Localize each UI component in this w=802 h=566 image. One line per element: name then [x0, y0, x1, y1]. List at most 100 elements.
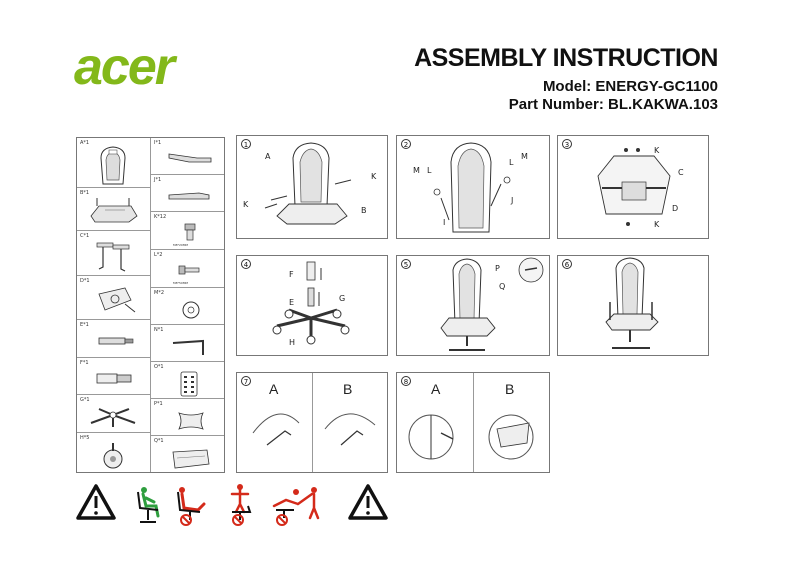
part-label: F*1 [80, 360, 89, 366]
part-label: M*2 [154, 290, 164, 296]
step-7-divider [312, 373, 313, 472]
bolt-icon [178, 265, 200, 275]
callout-l: L [427, 166, 432, 175]
acer-logo: acer [74, 38, 210, 96]
part-n: N*1 [151, 325, 224, 362]
no-standing-on-chair-icon [230, 484, 252, 526]
step-1-panel: 1 A K K B [236, 135, 388, 239]
pillow-attach-illustration [440, 257, 544, 351]
step-number: 8 [401, 376, 411, 386]
variant-a-label: A [431, 381, 441, 397]
step-8-divider [473, 373, 474, 472]
warning-icon [348, 484, 388, 520]
part-number-line: Part Number: BL.KAKWA.103 [508, 96, 718, 113]
variant-a-label: A [269, 381, 279, 397]
armrests-icon [96, 242, 130, 272]
caster-wheel-icon [103, 443, 123, 469]
step-number: 2 [401, 139, 411, 149]
callout-p: P [495, 264, 500, 273]
step-2-panel: 2 M L L M J I [396, 135, 550, 239]
callout-d: D [672, 204, 679, 213]
callout-j: J [511, 196, 514, 205]
recline-detail-illustration [408, 414, 534, 460]
callout-i: I [443, 218, 446, 227]
bracket-icon [168, 153, 212, 163]
parts-list: A*1 B*1 C*1 D*1 E*1 [76, 137, 225, 473]
head-pillow-icon [178, 412, 204, 430]
part-a: A*1 [77, 138, 150, 188]
part-label: D*1 [80, 278, 90, 284]
step-3-panel: 3 K C D K [557, 135, 709, 239]
no-pushing-icon [272, 487, 320, 526]
seat-underside-illustration [597, 148, 671, 226]
step-6-panel: 6 [557, 255, 709, 356]
step-number: 7 [241, 376, 251, 386]
part-i: I*1 [151, 138, 224, 175]
part-p: P*1 [151, 399, 224, 436]
part-l: L*2 M8*50MM [151, 250, 224, 288]
callout-k: K [654, 146, 660, 155]
callout-k: K [243, 200, 249, 209]
part-label: G*1 [80, 397, 90, 403]
remote-control-icon [180, 371, 198, 397]
seat-cushion-icon [90, 198, 138, 223]
step-number: 3 [562, 139, 572, 149]
step-7-panel: 7 A B [236, 372, 388, 473]
washer-icon [182, 301, 200, 319]
mechanism-icon [98, 287, 136, 313]
variant-b-label: B [505, 381, 515, 397]
part-label: L*2 [154, 252, 163, 258]
chair-assembly-illustration [264, 142, 352, 225]
callout-f: F [289, 270, 294, 279]
lever-detail-illustration [252, 413, 376, 446]
callout-k: K [654, 220, 660, 229]
callout-m: M [521, 152, 528, 161]
part-label: B*1 [80, 190, 90, 196]
base-assembly-illustration [272, 261, 350, 345]
callout-h: H [289, 338, 296, 347]
part-e: E*1 [77, 320, 150, 358]
cylinder-cover-icon [96, 373, 132, 384]
part-label: J*1 [154, 177, 162, 183]
step-number: 6 [562, 259, 572, 269]
part-o: O*1 [151, 362, 224, 399]
callout-a: A [265, 152, 271, 161]
callout-b: B [361, 206, 367, 215]
bracket-icon [168, 192, 210, 200]
bolt-size: M8*50MM [173, 281, 188, 285]
safety-warnings [76, 484, 388, 526]
part-g: G*1 [77, 395, 150, 433]
chair-back-illustration [433, 142, 511, 233]
part-label: N*1 [154, 327, 164, 333]
step-number: 1 [241, 139, 251, 149]
part-label: P*1 [154, 401, 163, 407]
part-label: H*5 [80, 435, 90, 441]
warning-icon [76, 484, 116, 520]
callout-c: C [678, 168, 684, 177]
part-d: D*1 [77, 276, 150, 320]
callout-g: G [339, 294, 346, 303]
part-label: O*1 [154, 364, 164, 370]
part-b: B*1 [77, 188, 150, 231]
star-base-icon [90, 408, 136, 427]
part-c: C*1 [77, 231, 150, 276]
correct-sitting-icon [137, 487, 160, 523]
callout-q: Q [499, 282, 506, 291]
part-h: H*5 [77, 433, 150, 473]
part-label: E*1 [80, 322, 89, 328]
part-m: M*2 [151, 288, 224, 325]
part-f: F*1 [77, 358, 150, 395]
callout-m: M [413, 166, 420, 175]
brand-wordmark: acer [74, 38, 175, 96]
lumbar-pillow-icon [172, 449, 210, 469]
variant-b-label: B [343, 381, 353, 397]
step-4-panel: 4 F E G H [236, 255, 388, 356]
callout-l: L [509, 158, 514, 167]
model-line: Model: ENERGY-GC1100 [542, 78, 718, 95]
part-label: I*1 [154, 140, 162, 146]
callout-e: E [289, 298, 295, 307]
page-title: ASSEMBLY INSTRUCTION [414, 44, 718, 72]
no-leaning-back-icon [177, 487, 206, 526]
part-label: K*12 [154, 214, 167, 220]
part-q: Q*1 [151, 436, 224, 473]
